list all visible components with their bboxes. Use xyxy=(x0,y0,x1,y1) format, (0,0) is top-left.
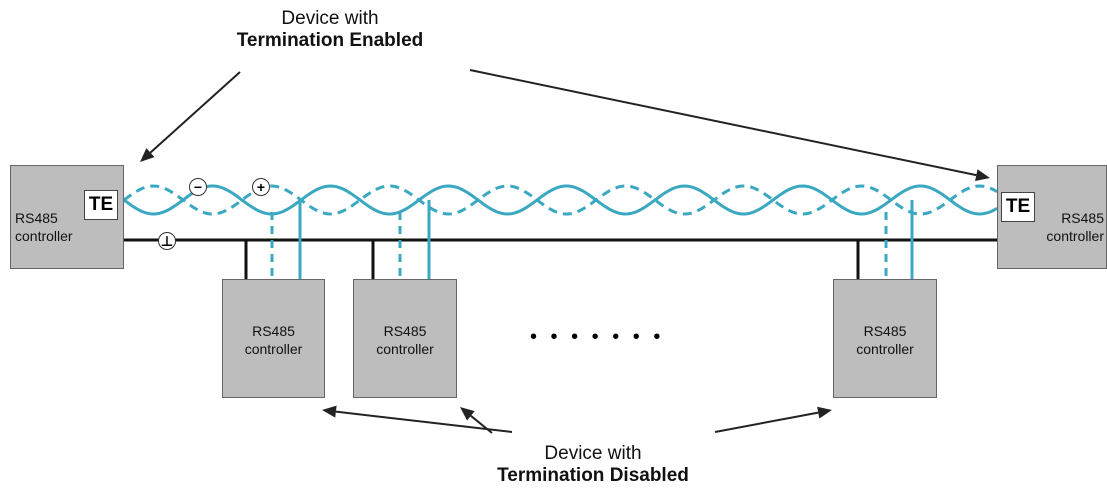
bottom-label-line1: Device with xyxy=(544,443,642,464)
arrow-to-node-2 xyxy=(460,407,493,434)
ground-symbol: ⊥ xyxy=(158,232,176,250)
arrow-to-node-1 xyxy=(322,405,513,433)
node-controller-2-line1: RS485 xyxy=(383,323,427,339)
arrow-to-right-controller xyxy=(469,69,990,182)
node-controller-1: RS485 controller xyxy=(222,279,325,398)
right-controller-line2: controller xyxy=(1046,228,1104,244)
node-controller-3: RS485 controller xyxy=(833,279,937,398)
arrow-to-node-3 xyxy=(714,406,832,433)
minus-symbol: − xyxy=(189,178,207,196)
bottom-label-line2: Termination Disabled xyxy=(497,465,689,486)
bottom-label: Device with Termination Disabled xyxy=(443,443,743,487)
right-controller-line1: RS485 xyxy=(1061,210,1104,226)
plus-symbol: + xyxy=(252,178,270,196)
top-label: Device with Termination Enabled xyxy=(180,8,480,52)
left-te-badge: TE xyxy=(84,190,118,220)
left-controller-line2: controller xyxy=(15,228,73,244)
node-controller-2-line2: controller xyxy=(376,341,434,357)
node-controller-3-line1: RS485 xyxy=(863,323,907,339)
node-controller-3-line2: controller xyxy=(856,341,914,357)
node-controller-1-line1: RS485 xyxy=(252,323,295,339)
left-controller-line1: RS485 xyxy=(15,210,58,226)
arrow-to-left-controller xyxy=(140,71,241,162)
node-controller-2: RS485 controller xyxy=(353,279,457,398)
top-label-line1: Device with xyxy=(281,8,379,29)
cable-solid-line xyxy=(123,184,998,216)
right-te-badge: TE xyxy=(1001,192,1035,222)
node-controller-1-line2: controller xyxy=(244,341,303,357)
top-label-line2: Termination Enabled xyxy=(236,30,424,51)
continuation-ellipsis: • • • • • • • xyxy=(530,326,665,348)
